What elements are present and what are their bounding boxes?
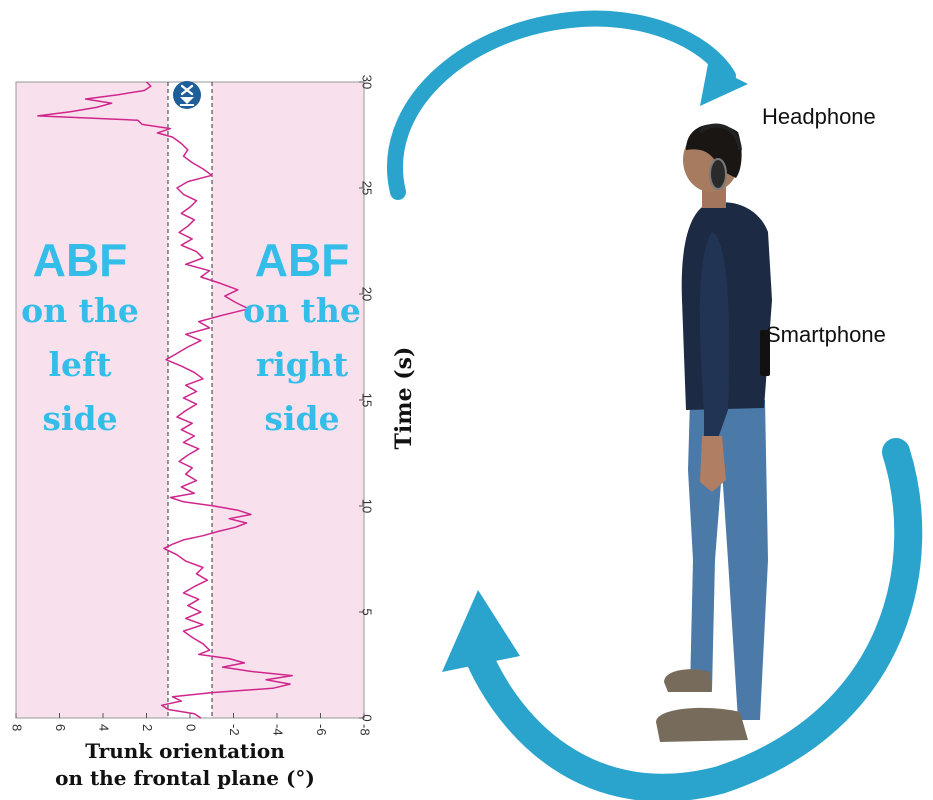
- smartphone-label: Smartphone: [766, 322, 886, 347]
- left-zone: [16, 82, 168, 718]
- x-axis-label-line-1: Trunk orientation: [85, 739, 285, 763]
- deadzone: [168, 82, 212, 718]
- person-hand: [700, 436, 726, 492]
- abf-left-title: ABF: [32, 234, 128, 286]
- arrow-top: [387, 10, 748, 200]
- zone-badge-icon: [173, 81, 201, 109]
- trunk-orientation-trace: [37, 81, 293, 719]
- x-tick-label: 2: [140, 724, 155, 731]
- abf-left-label: ABF on the left side: [0, 236, 160, 446]
- person-shoe-front: [656, 707, 748, 742]
- person-hair: [686, 124, 742, 178]
- x-axis-label-line-2: on the frontal plane (°): [55, 766, 315, 790]
- x-tick-label: -4: [271, 724, 286, 736]
- abf-left-line-3: side: [42, 399, 118, 438]
- smartphone-device: [760, 330, 770, 376]
- x-tick-label: 6: [53, 724, 68, 731]
- x-tick-label: -2: [227, 724, 242, 736]
- y-tick-label: 20: [359, 287, 374, 301]
- x-tick-label: 0: [184, 724, 199, 731]
- abf-right-line-2: right: [255, 345, 349, 384]
- abf-left-line-2: left: [48, 345, 112, 384]
- person-arm: [699, 232, 730, 444]
- y-axis-ticks: 0 5 10 15 20 25 30: [359, 75, 374, 722]
- y-tick-label: 5: [359, 608, 374, 615]
- arrow-bottom: [442, 438, 923, 800]
- abf-right-label: ABF on the right side: [222, 236, 382, 446]
- x-tick-label: 4: [97, 724, 112, 731]
- person-illustration: [656, 123, 772, 742]
- right-zone: [212, 82, 364, 718]
- x-axis-ticks: 8 6 4 2 0 -2 -4 -6 -8: [10, 713, 373, 736]
- x-tick-label: 8: [10, 724, 25, 731]
- y-tick-label: 0: [359, 714, 374, 721]
- person-shoe-back: [664, 669, 712, 692]
- x-tick-label: -6: [314, 724, 329, 736]
- x-tick-label: -8: [358, 724, 373, 736]
- y-tick-label: 10: [359, 499, 374, 513]
- abf-left-line-1: on the: [21, 291, 139, 330]
- abf-right-line-3: side: [264, 399, 340, 438]
- headphone-label: Headphone: [762, 104, 876, 129]
- y-tick-label: 30: [359, 75, 374, 89]
- abf-right-line-1: on the: [243, 291, 361, 330]
- x-axis-label: Trunk orientation on the frontal plane (…: [0, 738, 370, 792]
- y-tick-label: 25: [359, 181, 374, 195]
- headphone-band: [698, 123, 742, 151]
- abf-right-title: ABF: [254, 234, 350, 286]
- headphone-device: [709, 158, 727, 190]
- y-axis-label: Time (s): [391, 346, 417, 450]
- y-tick-label: 15: [359, 393, 374, 407]
